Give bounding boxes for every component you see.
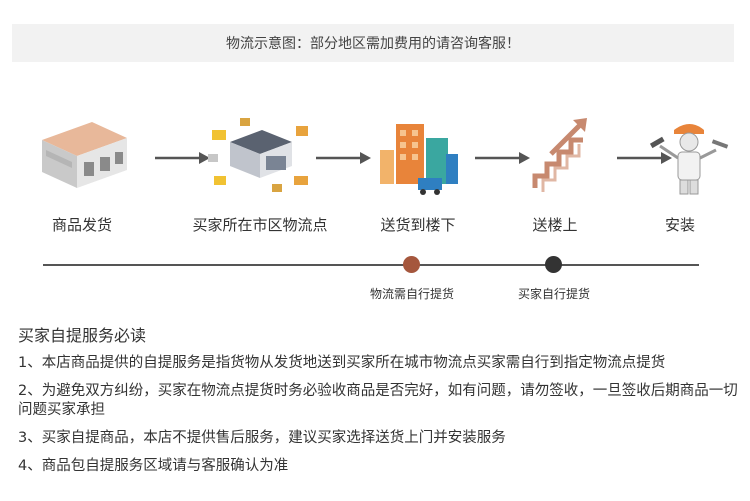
timeline-marker-buyer-pickup <box>545 256 562 273</box>
flow-step-deliver-downstairs: 送货到楼下 <box>348 110 488 234</box>
flow-step-install: 安装 <box>610 110 750 234</box>
logistics-center-icon <box>208 118 308 192</box>
step-label: 安装 <box>664 216 695 234</box>
timeline-marker-label: 买家自行提货 <box>517 287 590 301</box>
installer-worker-icon <box>649 124 729 195</box>
timeline-line <box>43 264 699 266</box>
rule-item: 3、买家自提商品，本店不提供售后服务，建议买家选择送货上门并安装服务 <box>18 430 506 446</box>
step-label: 送楼上 <box>532 216 578 234</box>
step-label: 买家所在市区物流点 <box>192 216 328 234</box>
step-label: 商品发货 <box>51 216 112 234</box>
timeline-marker-logistics-pickup <box>403 256 420 273</box>
logistics-flow: 商品发货 买家所在市区物流点 <box>0 110 750 260</box>
notice-text: 物流示意图：部分地区需加费用的请咨询客服！ <box>226 36 520 52</box>
rule-item: 1、本店商品提供的自提服务是指货物从发货地送到买家所在城市物流点买家需自行到指定… <box>18 355 666 371</box>
arrow-right-icon <box>475 152 530 164</box>
pickup-rules-list: 1、本店商品提供的自提服务是指货物从发货地送到买家所在城市物流点买家需自行到指定… <box>18 354 738 485</box>
timeline-marker-label: 物流需自行提货 <box>369 287 454 301</box>
buildings-delivery-icon <box>380 124 458 195</box>
arrow-right-icon <box>617 152 672 164</box>
warehouse-icon <box>42 122 127 188</box>
arrow-right-icon <box>155 152 210 164</box>
pickup-section-title: 买家自提服务必读 <box>18 326 147 345</box>
stairs-icon <box>532 118 587 192</box>
flow-step-ship: 商品发货 <box>12 110 152 234</box>
flow-step-upstairs: 送楼上 <box>485 110 625 234</box>
notice-banner: 物流示意图：部分地区需加费用的请咨询客服！ <box>12 24 734 62</box>
arrow-right-icon <box>316 152 371 164</box>
rule-item: 2、为避免双方纠纷，买家在物流点提货时务必验收商品是否完好，如有问题，请勿签收，… <box>18 383 738 418</box>
flow-step-logistics-point: 买家所在市区物流点 <box>190 110 330 234</box>
step-label: 送货到楼下 <box>380 216 456 234</box>
rule-item: 4、商品包自提服务区域请与客服确认为准 <box>18 458 289 474</box>
